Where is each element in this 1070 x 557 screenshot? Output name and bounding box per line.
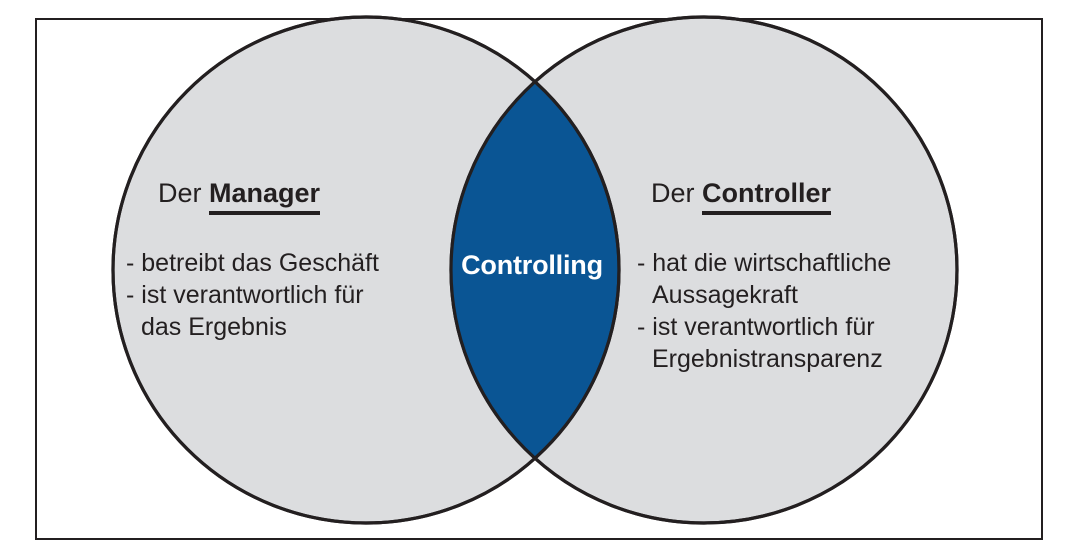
right-bullet-line-4: Ergebnistransparenz bbox=[652, 345, 883, 373]
intersection-label: Controlling bbox=[461, 250, 603, 280]
left-title-emphasis: Manager bbox=[209, 178, 321, 215]
right-circle-title: Der Controller bbox=[651, 178, 832, 215]
right-circle-outline bbox=[449, 15, 959, 525]
left-circle-bullet-list: - betreibt das Geschäft - ist verantwort… bbox=[126, 247, 379, 343]
right-title-emphasis: Controller bbox=[702, 178, 832, 215]
right-bullet-line-1: - hat die wirtschaftliche bbox=[637, 249, 892, 277]
right-circle-bullet-list: - hat die wirtschaftliche Aussagekraft -… bbox=[637, 247, 891, 375]
left-bullet-line-2: - ist verantwortlich für bbox=[126, 281, 364, 309]
right-title-prefix: Der bbox=[651, 178, 703, 208]
diagram-frame-border bbox=[35, 18, 1043, 540]
left-circle-outline bbox=[111, 15, 621, 525]
left-circle-title: Der Manager bbox=[158, 178, 321, 215]
right-bullet-line-2: Aussagekraft bbox=[652, 281, 798, 309]
left-bullet-line-1: - betreibt das Geschäft bbox=[126, 249, 379, 277]
left-bullet-line-3: das Ergebnis bbox=[141, 313, 287, 341]
left-title-prefix: Der bbox=[158, 178, 210, 208]
right-bullet-line-3: - ist verantwortlich für bbox=[637, 313, 875, 341]
